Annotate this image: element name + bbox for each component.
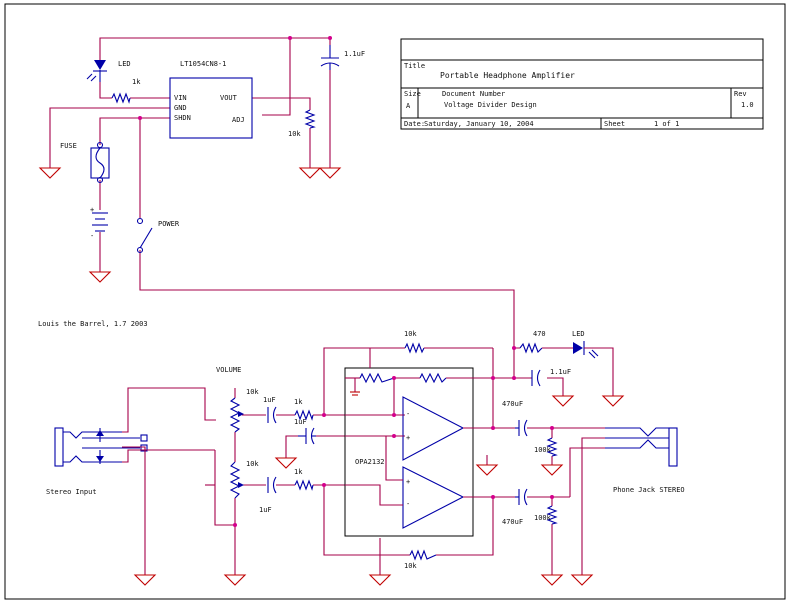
load-resistor-left: 100k (534, 437, 558, 457)
document-label: Document Number (442, 90, 505, 98)
rin1-label: 1k (294, 398, 303, 406)
size-value: A (406, 102, 411, 110)
battery-minus: - (90, 232, 94, 240)
r1-label: 1k (132, 78, 141, 86)
pin-adj: ADJ (232, 116, 245, 124)
svg-text:+: + (406, 478, 410, 486)
rev-value: 1.0 (741, 101, 754, 109)
sheet-label: Sheet (604, 120, 625, 128)
document-value: Voltage Divider Design (444, 101, 537, 109)
junctions-bottom (233, 346, 554, 527)
fuse-label: FUSE (60, 142, 77, 150)
title-label: Title (404, 62, 425, 70)
pot1-label: 10k (246, 388, 259, 396)
led-label: LED (118, 60, 131, 68)
led-audio-indicator: LED (572, 330, 614, 396)
input-resistor-left: 1k (294, 398, 314, 421)
resistor-r1: 1k (111, 78, 141, 104)
svg-text:+: + (406, 434, 410, 442)
rfb-top-label: 10k (404, 330, 417, 338)
fuse: FUSE (60, 141, 110, 184)
output-cap-left: 470uF (502, 400, 528, 437)
pin-vout: VOUT (220, 94, 238, 102)
cdec-label: 1.1uF (550, 368, 571, 376)
ground-symbols-top (38, 167, 342, 283)
pin-gnd: GND (174, 104, 187, 112)
battery: + - (90, 206, 108, 240)
load-resistor-right: 100k (534, 505, 558, 525)
regulator-label: LT1054CN8-1 (180, 60, 226, 68)
input-resistor-right: 1k (294, 468, 314, 491)
output-label: Phone Jack STEREO (613, 486, 685, 494)
header-note: Louis the Barrel, 1.7 2003 (38, 320, 148, 328)
title-block: Title Portable Headphone Amplifier Size … (400, 38, 764, 130)
opamp-package: OPA2132 - + + - (344, 348, 474, 537)
bias-cap: 1uF (294, 418, 316, 445)
output-jack: Phone Jack STEREO (605, 427, 685, 494)
rled-label: 470 (533, 330, 546, 338)
sheet-value: 1 of 1 (654, 120, 679, 128)
power-switch: POWER (136, 217, 180, 254)
r2-label: 10k (288, 130, 301, 138)
led-resistor-right: 470 (519, 330, 573, 354)
internal-resistors (359, 372, 447, 384)
rfb-bot-label: 10k (404, 562, 417, 570)
regulator-ic: LT1054CN8-1 VIN GND SHDN VOUT ADJ (169, 60, 253, 139)
size-label: Size (404, 90, 421, 98)
junctions-top (138, 36, 332, 120)
cout1-label: 470uF (502, 400, 523, 408)
volume-pot-left: VOLUME 10k (216, 366, 259, 433)
input-jack: Stereo Input (46, 427, 148, 496)
volume-pot-right: 10k (229, 460, 259, 499)
led2-label: LED (572, 330, 585, 338)
pin-shdn: SHDN (174, 114, 191, 122)
svg-text:-: - (406, 410, 410, 418)
ground-symbols-bottom (133, 391, 625, 586)
rev-label: Rev (734, 90, 747, 98)
led-power-indicator: LED (86, 60, 131, 82)
svg-text:-: - (406, 500, 410, 508)
output-cap-right: 470uF (502, 488, 528, 526)
rin2-label: 1k (294, 468, 303, 476)
cap-label: 1.1uF (344, 50, 365, 58)
date-value: Saturday, January 10, 2004 (424, 120, 534, 128)
opamp-label: OPA2132 (355, 458, 385, 466)
battery-plus: + (90, 206, 94, 214)
sheet-frame (4, 3, 786, 600)
decoupling-cap: 1.1uF (531, 368, 571, 387)
resistor-r2: 10k (288, 109, 316, 138)
input-cap-left: 1uF (263, 396, 277, 424)
pot2-label: 10k (246, 460, 259, 468)
pin-vin: VIN (174, 94, 187, 102)
title-value: Portable Headphone Amplifier (440, 71, 575, 80)
rload1-label: 100k (534, 446, 552, 454)
cbias-label: 1uF (294, 418, 307, 426)
input-cap-right: 1uF (259, 476, 277, 514)
date-label: Date: (404, 120, 425, 128)
cin1-label: 1uF (263, 396, 276, 404)
feedback-resistor-top: 10k (404, 330, 493, 354)
switch-label: POWER (158, 220, 180, 228)
cout2-label: 470uF (502, 518, 523, 526)
vol-label: VOLUME (216, 366, 241, 374)
input-label: Stereo Input (46, 488, 97, 496)
feedback-resistor-bottom: 10k (404, 549, 437, 570)
capacitor-c1: 1.1uF (320, 45, 365, 70)
power-wires (49, 37, 520, 378)
cin2-label: 1uF (259, 506, 272, 514)
rload2-label: 100k (534, 514, 552, 522)
